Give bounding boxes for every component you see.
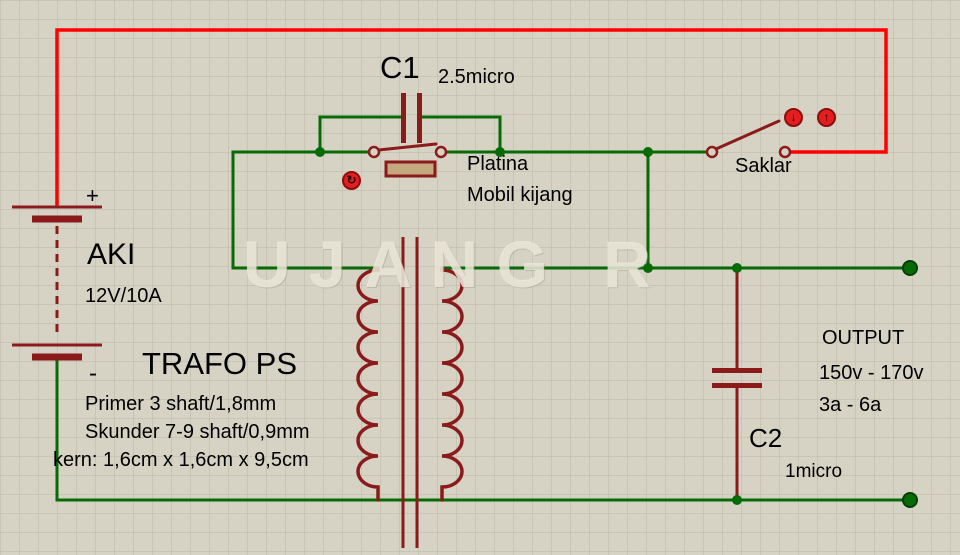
switch-symbol: [705, 119, 792, 159]
red-power-wire: [55, 28, 888, 207]
trafo-spec-skunder-label: Skunder 7-9 shaft/0,9mm: [85, 421, 310, 443]
junction-dot: [643, 147, 653, 157]
platina-label-line2: Mobil kijang: [467, 184, 573, 206]
platina-label-line1: Platina: [467, 153, 529, 175]
trafo-spec-primer-label: Primer 3 shaft/1,8mm: [85, 393, 277, 415]
wire-platina-to-primary: [231, 150, 378, 270]
switch-lever[interactable]: [714, 119, 781, 151]
battery-minus-label: -: [89, 360, 97, 387]
platina-symbol: [367, 142, 448, 178]
switch-label: Saklar: [735, 155, 792, 177]
output-voltage-label: 150v - 170v: [819, 362, 924, 384]
transformer-symbol: [356, 237, 464, 548]
junction-dot: [643, 263, 653, 273]
trafo-spec-kern-label: kern: 1,6cm x 1,6cm x 9,5cm: [53, 449, 309, 471]
output-terminals: [902, 260, 918, 508]
junction-dot: [315, 147, 325, 157]
output-current-label: 3a - 6a: [819, 394, 882, 416]
junction-dots: [315, 147, 742, 505]
battery-plus-label: +: [86, 183, 99, 208]
c2-capacitor-symbol: [712, 268, 762, 500]
c1-capacitor-symbol: [401, 93, 422, 143]
trafo-name-label: TRAFO PS: [142, 346, 298, 381]
wire-bottom-rail: [55, 360, 910, 502]
c2-ref-label: C2: [749, 423, 783, 453]
c1-value-label: 2.5micro: [438, 66, 515, 88]
switch-actuator-down-icon[interactable]: ↓: [784, 108, 803, 127]
transformer-primary-coil: [356, 266, 380, 502]
c1-ref-label: C1: [380, 50, 420, 85]
switch-actuator-up-icon[interactable]: ↑: [817, 108, 836, 127]
transformer-secondary-coil: [440, 266, 464, 502]
battery-name-label: AKI: [87, 238, 136, 271]
output-terminal-bottom: [902, 492, 918, 508]
junction-dot: [732, 495, 742, 505]
wire-c1-right: [422, 115, 502, 152]
output-title-label: OUTPUT: [822, 327, 905, 349]
c2-value-label: 1micro: [785, 461, 843, 482]
battery-rating-label: 12V/10A: [85, 285, 162, 307]
green-wires: [55, 115, 910, 502]
wire-c1-left: [318, 115, 401, 152]
junction-dot: [495, 147, 505, 157]
battery-symbol: [12, 205, 102, 361]
platina-actuator-icon[interactable]: ↻: [342, 171, 361, 190]
output-terminal-top: [902, 260, 918, 276]
junction-dot: [732, 263, 742, 273]
